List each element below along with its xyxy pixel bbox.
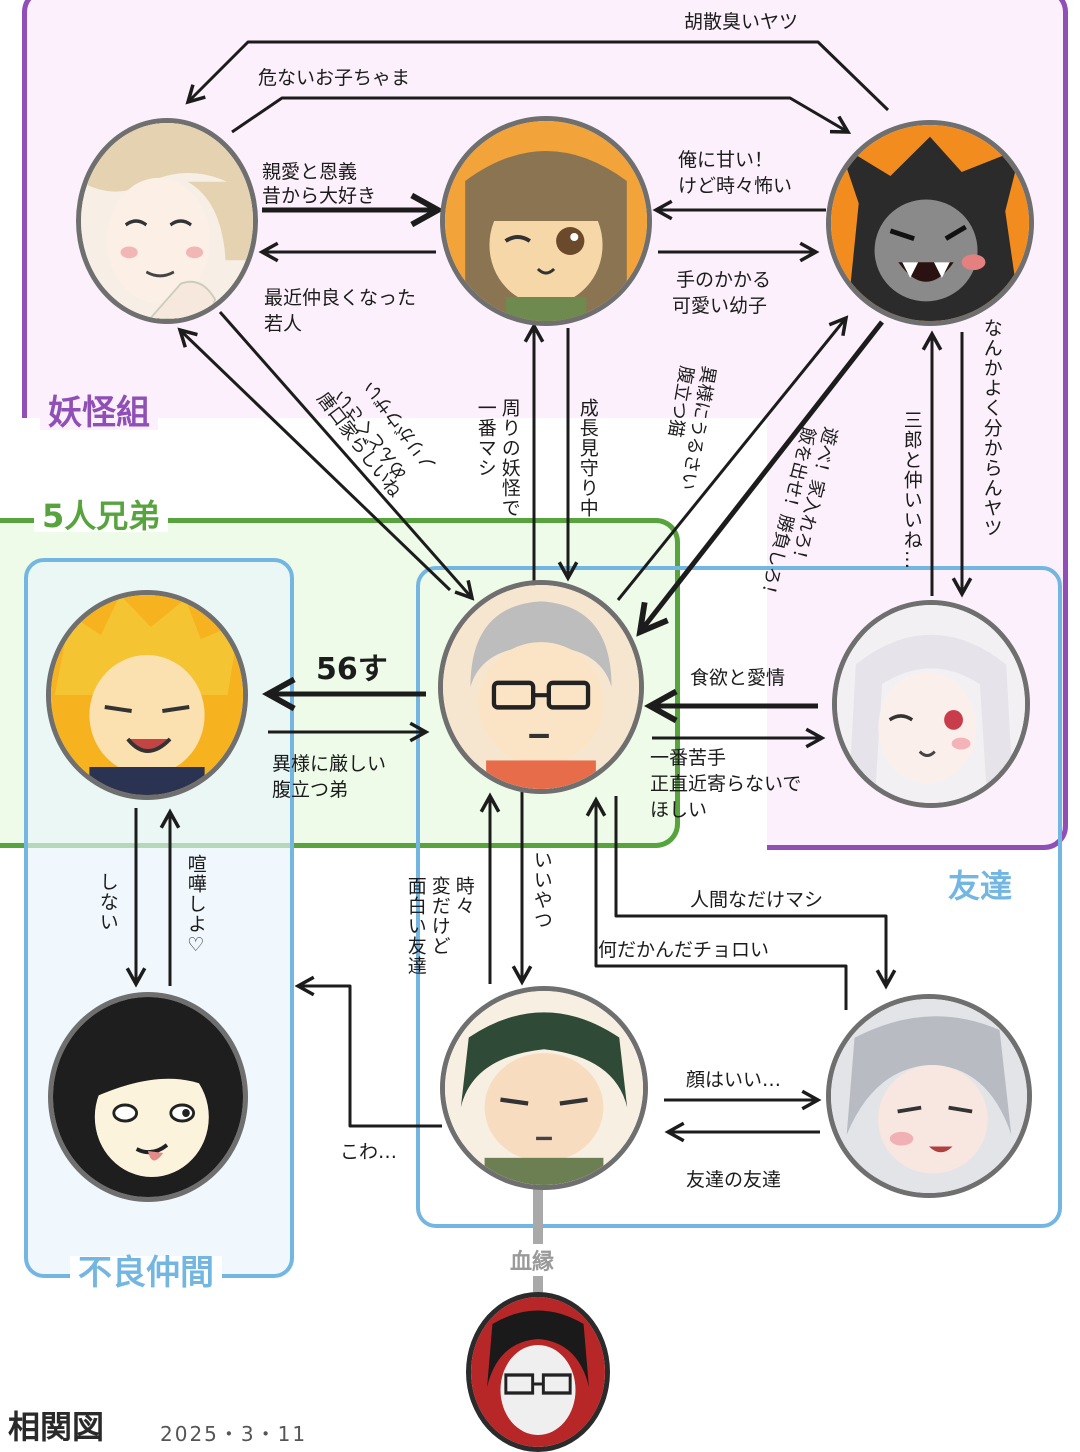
label-d-to-e-2: 腹立つ弟	[272, 779, 349, 801]
silver-hair-friend-portrait	[831, 999, 1027, 1193]
character-node-i[interactable]	[440, 986, 648, 1190]
character-node-b[interactable]	[440, 116, 652, 326]
label-g-to-e: 何だかんだチョロい	[598, 939, 770, 961]
brown-hair-child-portrait	[445, 121, 647, 321]
label-b-to-e-2: 一番マシ	[474, 398, 497, 478]
black-cat-yokai-portrait	[831, 125, 1029, 321]
glasses-man-portrait	[443, 585, 639, 789]
character-node-g[interactable]	[826, 994, 1032, 1198]
label-e-to-f-3: ほしい	[650, 799, 708, 821]
arrow-e-to-c	[616, 318, 846, 601]
label-e-to-f-1: 一番苦手	[650, 747, 727, 769]
label-f-to-c: なんかよく分からんヤツ	[980, 318, 1003, 538]
label-c-to-a: 胡散臭いヤツ	[684, 11, 799, 33]
label-g-to-i: 友達の友達	[686, 1169, 782, 1191]
label-a-to-c: 危ないお子ちゃま	[258, 67, 411, 89]
label-blood-relation: 血縁	[508, 1244, 557, 1276]
arrow-c-to-e	[640, 320, 884, 632]
group-label-brothers: 5人兄弟	[34, 500, 169, 532]
diagram-date: 2025・3・11	[160, 1422, 308, 1446]
label-b-to-c-1: 手のかかる	[676, 269, 772, 291]
label-c-to-b-2: けど時々怖い	[678, 175, 793, 197]
character-node-a[interactable]	[76, 118, 258, 324]
label-b-to-e-1: 周りの妖怪で	[498, 398, 521, 518]
label-h-to-d: 喧嘩しよ♡	[184, 854, 207, 957]
green-hair-friend-portrait	[445, 991, 643, 1185]
blond-man-portrait	[81, 123, 253, 319]
group-friends-box	[416, 566, 1062, 1228]
black-hair-delinquent-portrait	[53, 997, 243, 1197]
arrow-a-to-c	[231, 96, 848, 132]
diagram-title: 相関図	[8, 1408, 105, 1446]
label-e-to-f-2: 正直近寄らないで	[650, 773, 802, 795]
character-node-f[interactable]	[832, 600, 1030, 808]
label-i-to-g: 顔はいい…	[686, 1069, 782, 1091]
arrow-e-to-g	[614, 796, 886, 986]
label-d-to-h: しない	[96, 872, 119, 932]
character-node-e[interactable]	[438, 580, 644, 794]
character-node-bottom[interactable]	[466, 1292, 610, 1452]
label-b-to-a-2: 若人	[264, 313, 303, 335]
glasses-relative-portrait	[471, 1297, 605, 1447]
arrow-i-to-h	[298, 986, 442, 1128]
character-node-c[interactable]	[826, 120, 1034, 326]
label-i-to-e-1: 時々	[452, 876, 475, 916]
label-c-to-f: 三郎と仲いいね…	[900, 410, 923, 570]
label-e-to-g: 人間なだけマシ	[690, 889, 824, 911]
label-a-to-b-1: 親愛と恩義	[262, 161, 358, 183]
label-e-to-i: いいやつ	[530, 850, 553, 930]
label-f-to-e: 食欲と愛情	[690, 667, 786, 689]
label-b-to-a-1: 最近仲良くなった	[264, 287, 417, 309]
label-d-to-e-1: 異様に厳しい	[272, 753, 387, 775]
arrow-a-to-e	[218, 311, 472, 598]
label-i-to-e-2: 変だけど	[428, 876, 451, 956]
arrow-g-to-e	[596, 800, 848, 1010]
character-node-h[interactable]	[48, 992, 248, 1202]
label-i-to-h: こわ…	[340, 1141, 398, 1163]
character-node-d[interactable]	[46, 590, 248, 800]
arrow-e-to-a	[180, 330, 452, 592]
white-hair-portrait	[837, 605, 1025, 803]
label-b-to-c-2: 可愛い幼子	[672, 295, 768, 317]
orange-hair-brother-portrait	[51, 595, 243, 795]
group-label-delinquents: 不良仲間	[70, 1256, 222, 1290]
arrow-c-to-a	[188, 40, 890, 112]
label-c-to-b-1: 俺に甘い！	[678, 149, 774, 171]
label-e-to-b: 成長見守り中	[576, 398, 599, 518]
group-label-friends: 友達	[940, 870, 1021, 902]
label-e-to-d: 56す	[316, 652, 388, 687]
label-i-to-e-3: 面白い友達	[404, 876, 427, 976]
group-label-youkai: 妖怪組	[40, 396, 158, 430]
label-a-to-b-2: 昔から大好き	[262, 185, 377, 207]
